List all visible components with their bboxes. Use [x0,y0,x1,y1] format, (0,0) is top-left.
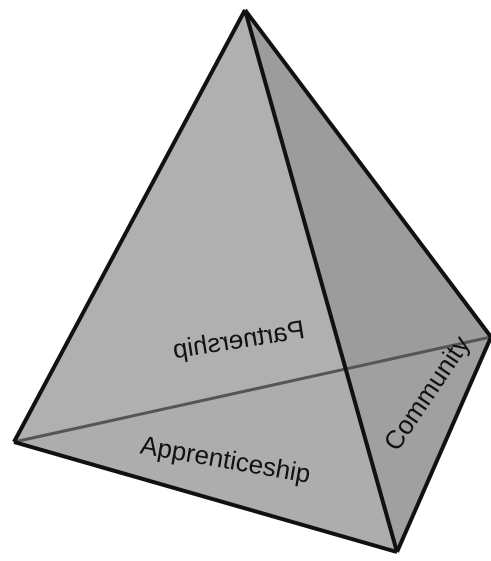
left-face [14,10,397,552]
edge-bottom-front [13,440,398,554]
edge-right-front [395,336,491,553]
edge-top-front [243,9,399,553]
hidden-back-edge [13,335,491,444]
right-face [245,10,491,552]
edge-top-left [12,9,247,443]
edge-top-right [243,8,491,339]
visible-edges [12,8,491,554]
bottom-face [14,337,491,552]
